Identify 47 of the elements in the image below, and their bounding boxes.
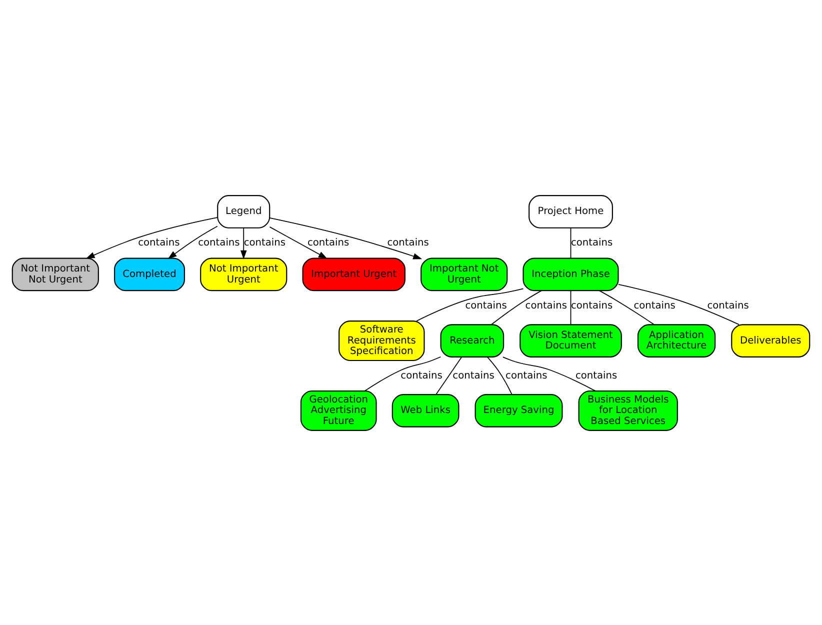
arrow: [269, 226, 328, 258]
connector: [490, 290, 542, 325]
node-box: Important Urgent: [302, 257, 406, 291]
connector: [570, 227, 572, 258]
node-box: Application Architecture: [637, 324, 716, 357]
edge-label: contains: [244, 237, 286, 248]
arrow: [86, 216, 218, 258]
node-box: Energy Saving: [474, 394, 563, 427]
connector: [618, 284, 740, 325]
arrow: [269, 217, 422, 259]
node-box: Geolocation Advertising Future: [300, 390, 377, 430]
edge-label: contains: [307, 237, 350, 248]
node-box: Completed: [114, 257, 185, 291]
edge-label: contains: [570, 300, 613, 311]
node-box: Legend: [217, 194, 270, 228]
edge-label: contains: [707, 300, 749, 311]
edge-label: contains: [387, 237, 429, 248]
node-box: Deliverables: [731, 324, 810, 357]
edge-label: contains: [575, 370, 618, 381]
node-box: Business Models for Location Based Services: [578, 390, 678, 430]
connector: [570, 290, 572, 324]
edge-label: contains: [138, 237, 180, 248]
node-box: Project Home: [528, 194, 613, 228]
connector: [599, 290, 654, 324]
node-box: Not Important Urgent: [200, 257, 288, 291]
node-box: Software Requirements Specification: [338, 320, 425, 361]
connector: [487, 356, 512, 394]
edge-label: contains: [570, 237, 613, 248]
node-box: Research: [440, 324, 504, 357]
edge-label: contains: [452, 370, 494, 381]
edge-label: contains: [198, 237, 240, 248]
edge-label: contains: [634, 300, 676, 311]
edge-label: contains: [400, 370, 442, 381]
connector: [436, 356, 462, 394]
node-box: Vision Statement Document: [520, 324, 622, 357]
edge-label: contains: [525, 300, 567, 311]
node-box: Important Not Urgent: [420, 257, 508, 291]
node-box: Web Links: [392, 394, 460, 427]
edge-label: contains: [465, 300, 507, 311]
connector: [364, 356, 442, 391]
edge-label: contains: [506, 370, 548, 381]
arrow: [168, 225, 218, 259]
connector: [416, 288, 524, 321]
connector: [502, 356, 596, 391]
node-box: Not Important Not Urgent: [12, 257, 99, 291]
node-box: Inception Phase: [522, 257, 619, 291]
arrow: [240, 227, 247, 259]
